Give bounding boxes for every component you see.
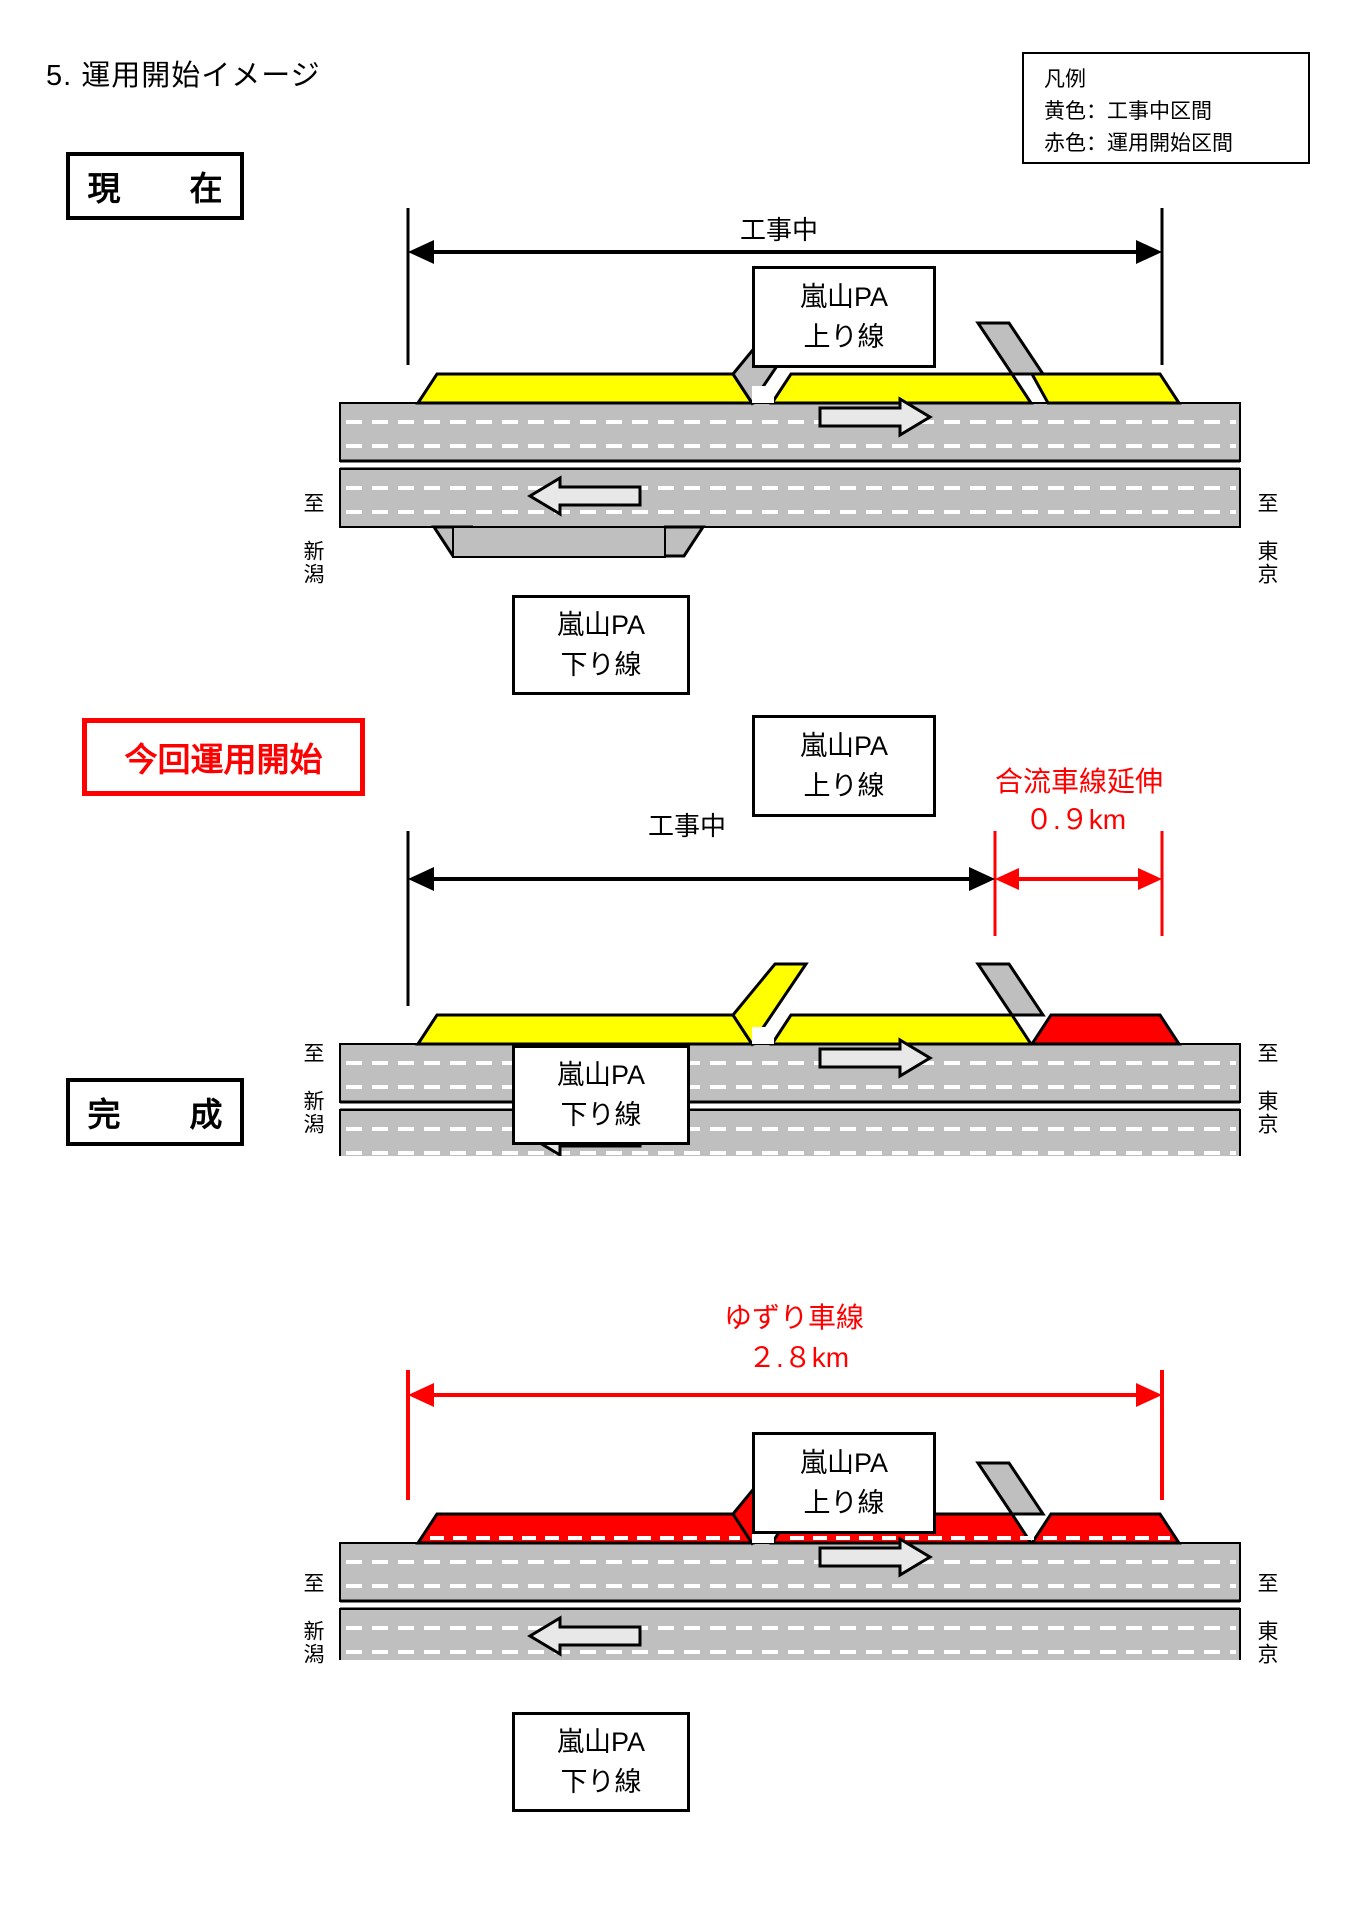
pa-down-line1: 嵐山PA — [556, 610, 645, 640]
legend-item-yellow: 黄色：工事中区間 — [1044, 100, 1212, 123]
pa-callout-up-3: 嵐山PA 上り線 — [752, 1432, 936, 1534]
pa-callout-up-2: 嵐山PA 上り線 — [752, 715, 936, 817]
pa-down-line2: 下り線 — [560, 1100, 642, 1130]
pa-down-line2: 下り線 — [560, 1767, 642, 1797]
direction-right-3: 至 東京 — [1255, 1572, 1278, 1666]
pa-down-line2: 下り線 — [560, 650, 642, 680]
pa-callout-down-1: 嵐山PA 下り線 — [512, 595, 690, 695]
legend-heading: 凡例 — [1044, 68, 1086, 91]
pa-up-line1: 嵐山PA — [799, 731, 888, 761]
pa-up-line2: 上り線 — [803, 322, 885, 352]
diagram-now-open — [0, 756, 1371, 1156]
pa-up-line2: 上り線 — [803, 1488, 885, 1518]
diagram-complete — [0, 1240, 1371, 1660]
legend-box: 凡例 黄色：工事中区間 赤色：運用開始区間 — [1022, 52, 1310, 164]
dimension-label-construction-1: 工事中 — [740, 215, 819, 245]
direction-left-1: 至 新潟 — [301, 492, 324, 586]
red-label-yield-length: ２.８km — [748, 1342, 850, 1373]
pa-callout-down-2: 嵐山PA 下り線 — [512, 1045, 690, 1145]
stage-label-current: 現 在 — [66, 152, 244, 220]
pa-callout-up-1: 嵐山PA 上り線 — [752, 266, 936, 368]
direction-right-2: 至 東京 — [1255, 1042, 1278, 1136]
stage-label-complete: 完 成 — [66, 1078, 244, 1146]
diagram-current — [0, 190, 1371, 590]
page-title: 5. 運用開始イメージ — [46, 60, 321, 92]
direction-left-2: 至 新潟 — [301, 1042, 324, 1136]
pa-down-line1: 嵐山PA — [556, 1727, 645, 1757]
direction-right-1: 至 東京 — [1255, 492, 1278, 586]
red-label-yield-lane: ゆずり車線 — [724, 1302, 865, 1333]
red-label-merge-length: ０.９km — [1025, 804, 1127, 835]
stage-label-now-open: 今回運用開始 — [82, 718, 365, 796]
pa-down-line1: 嵐山PA — [556, 1060, 645, 1090]
legend-item-red: 赤色：運用開始区間 — [1044, 132, 1233, 155]
direction-left-3: 至 新潟 — [301, 1572, 324, 1666]
pa-up-line1: 嵐山PA — [799, 1448, 888, 1478]
red-label-merge-extension: 合流車線延伸 — [995, 766, 1164, 797]
pa-callout-down-3: 嵐山PA 下り線 — [512, 1712, 690, 1812]
pa-up-line2: 上り線 — [803, 771, 885, 801]
dimension-label-construction-2: 工事中 — [648, 811, 727, 841]
pa-up-line1: 嵐山PA — [799, 282, 888, 312]
